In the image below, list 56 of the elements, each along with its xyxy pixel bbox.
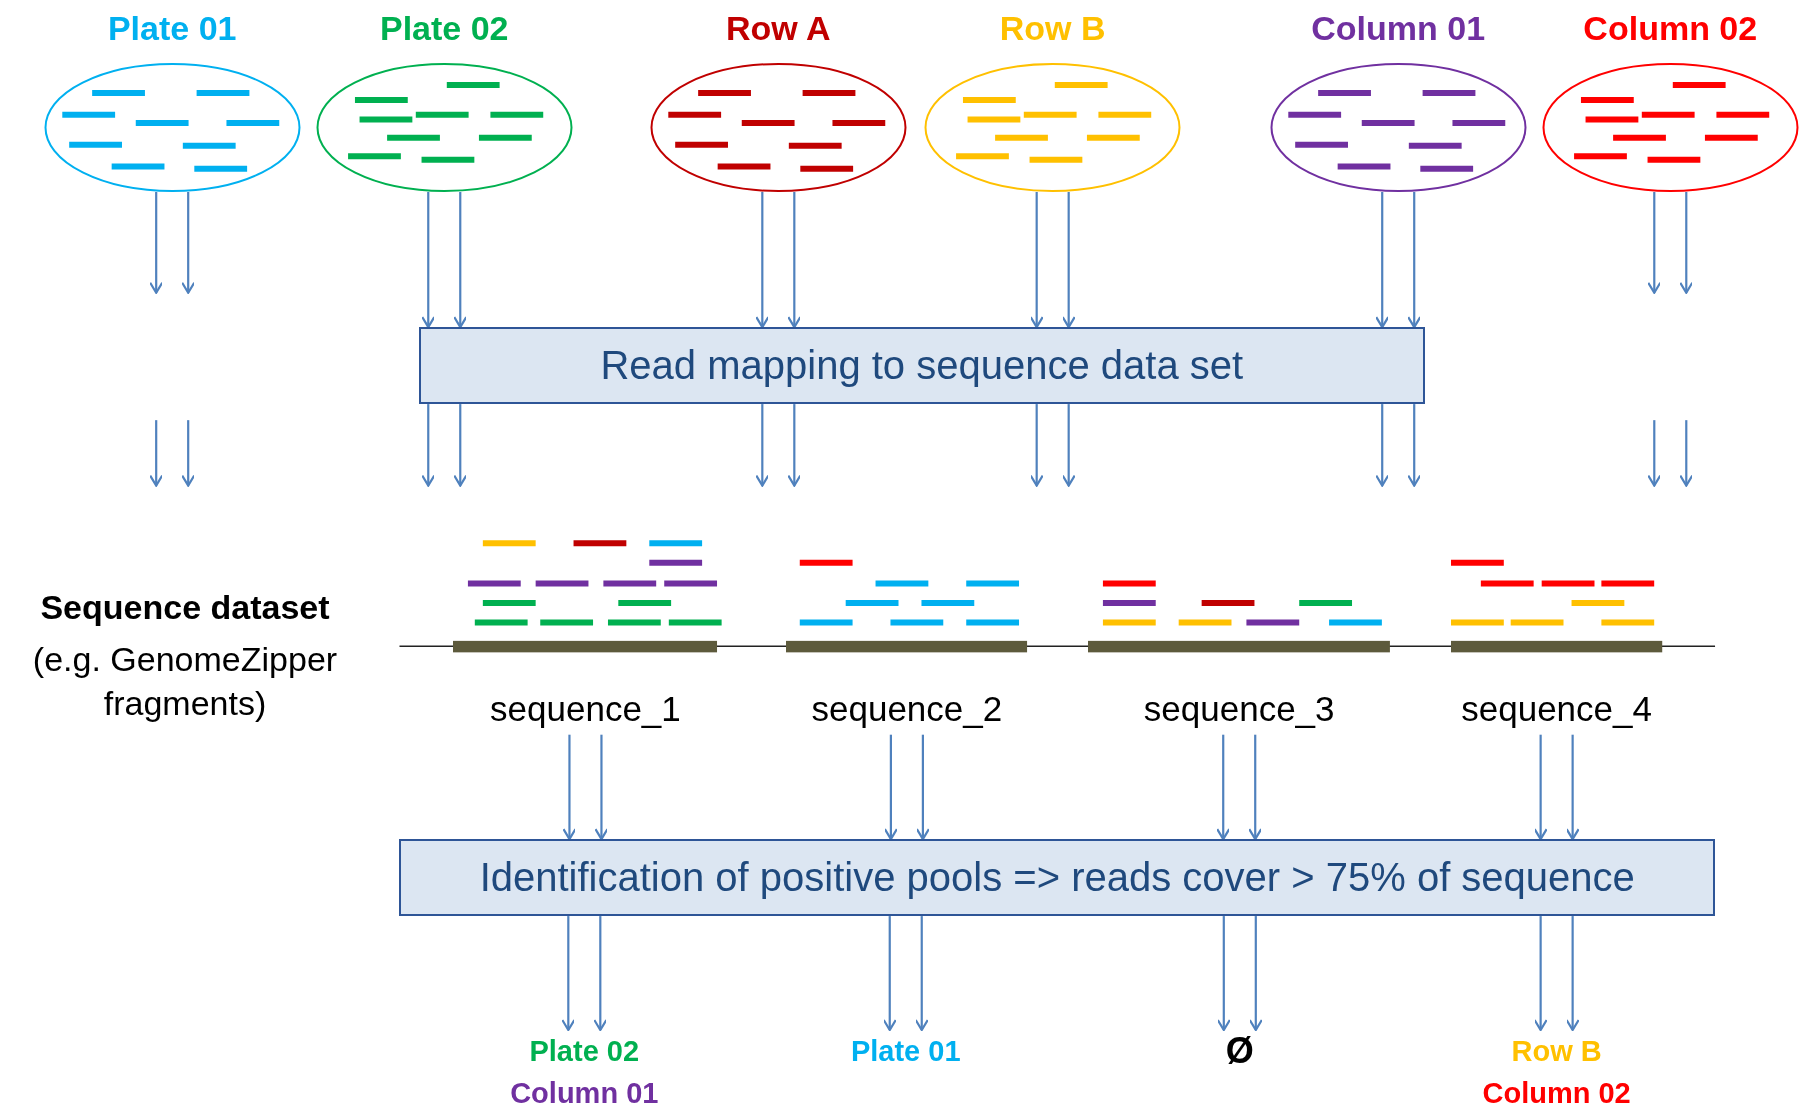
arrow	[914, 916, 929, 1032]
arrow	[421, 192, 436, 329]
section-note: (e.g. GenomeZipper fragments)	[31, 639, 339, 724]
sequence-name: sequence_2	[810, 688, 1004, 729]
arrow	[1647, 192, 1662, 294]
arrow	[1407, 404, 1422, 487]
pool-label: Plate 01	[106, 8, 238, 49]
arrow	[1216, 734, 1231, 841]
arrow	[453, 192, 468, 329]
arrow	[421, 404, 436, 487]
arrow	[1679, 192, 1694, 294]
pool-label: Column 01	[1310, 8, 1487, 49]
pool-label: Column 02	[1582, 8, 1759, 49]
arrow	[915, 734, 930, 841]
arrow	[562, 734, 577, 841]
arrow	[1565, 734, 1580, 841]
arrow	[787, 404, 802, 487]
arrow	[1029, 404, 1044, 487]
arrow	[1248, 916, 1263, 1032]
arrow	[453, 404, 468, 487]
sequence-name: sequence_3	[1142, 688, 1336, 729]
result-label: Ø	[1224, 1030, 1255, 1072]
arrow	[1407, 192, 1422, 329]
arrow	[1533, 734, 1548, 841]
result-label: Row B	[1510, 1034, 1603, 1069]
result-label: Plate 02	[528, 1034, 641, 1069]
arrow	[181, 192, 196, 294]
arrow	[1565, 916, 1580, 1032]
arrow	[882, 916, 897, 1032]
arrow	[755, 192, 770, 329]
arrow	[1248, 734, 1263, 841]
arrow	[593, 916, 608, 1032]
pool-label: Row B	[998, 8, 1107, 49]
result-label: Column 02	[1481, 1076, 1632, 1111]
process-box: Identification of positive pools => reads cover > 75% of sequence	[399, 839, 1716, 917]
arrow	[1533, 916, 1548, 1032]
arrow	[787, 192, 802, 329]
sequence-name: sequence_4	[1460, 688, 1653, 729]
process-box: Read mapping to sequence data set	[419, 327, 1425, 405]
arrow	[755, 404, 770, 487]
arrow	[561, 916, 576, 1032]
sequence-name: sequence_1	[489, 688, 682, 729]
result-label: Column 01	[509, 1076, 660, 1111]
arrow	[149, 192, 164, 294]
arrow	[594, 734, 609, 841]
section-heading: Sequence dataset	[39, 587, 331, 628]
arrow	[1375, 404, 1390, 487]
arrow	[1061, 404, 1076, 487]
arrow	[1029, 192, 1044, 329]
arrow	[1375, 192, 1390, 329]
arrow	[1061, 192, 1076, 329]
pool-label: Row A	[725, 8, 832, 49]
arrow	[883, 734, 898, 841]
arrow	[1216, 916, 1231, 1032]
pool-label: Plate 02	[379, 8, 510, 49]
result-label: Plate 01	[849, 1034, 962, 1069]
